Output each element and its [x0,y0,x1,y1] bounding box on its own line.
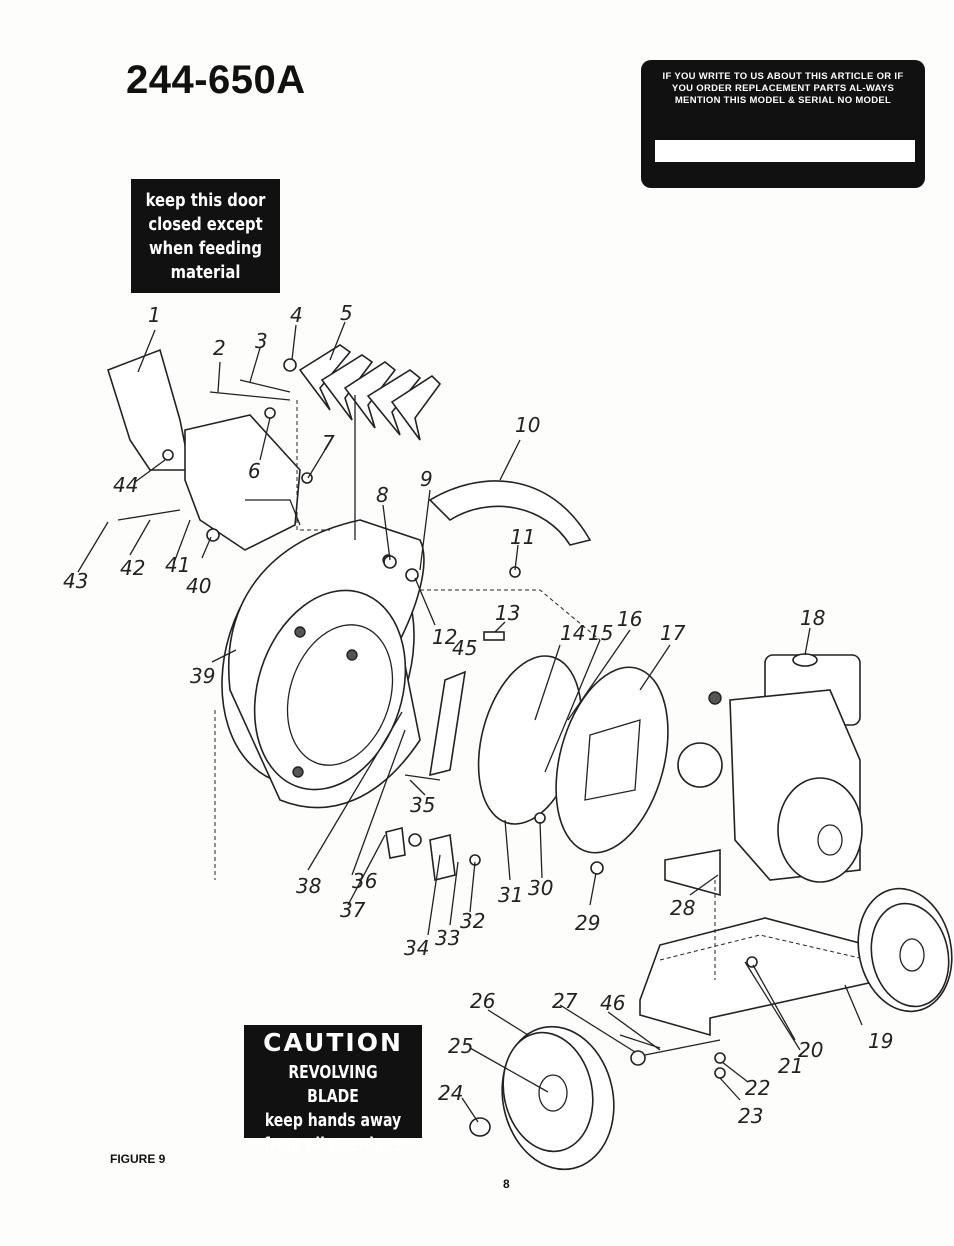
door-sign-line: material [170,262,241,283]
callout-42: 42 [120,556,145,580]
callout-27: 27 [552,989,578,1013]
caution-heading: CAUTION [263,1028,403,1057]
callout-28: 28 [670,896,695,920]
hardware-bolts [117,358,758,1079]
callout-46: 46 [600,991,625,1015]
callout-33: 33 [435,926,460,950]
axle [644,1039,721,1056]
callout-5: 5 [340,301,353,325]
callout-26: 26 [470,989,495,1013]
callout-17: 17 [660,621,686,645]
callout-43: 43 [63,569,88,593]
callout-23: 23 [738,1104,763,1128]
callout-12: 12 [432,625,457,649]
leader-lines [77,321,863,1123]
callout-29: 29 [575,911,600,935]
callout-10: 10 [515,413,540,437]
hopper-door [107,348,301,551]
figure-label: FIGURE 9 [110,1152,166,1166]
callout-24: 24 [438,1081,463,1105]
callout-44: 44 [113,473,138,497]
callout-3: 3 [255,329,268,353]
shredder-blades [298,344,442,441]
callout-25: 25 [448,1034,473,1058]
callout-20: 20 [798,1038,823,1062]
callout-30: 30 [528,876,553,900]
callout-16: 16 [617,607,642,631]
door-sign-line: closed except [148,214,263,235]
callout-35: 35 [410,793,435,817]
callout-37: 37 [340,898,366,922]
callout-32: 32 [460,909,485,933]
discharge-guard [428,480,592,546]
door-sign-line: when feeding [149,238,262,259]
callout-45: 45 [452,636,477,660]
callout-31: 31 [498,883,523,907]
callout-21: 21 [778,1054,803,1078]
callout-9: 9 [420,467,433,491]
callout-19: 19 [868,1029,893,1053]
callout-14: 14 [560,621,585,645]
part-callouts: 1 2 3 4 5 6 7 8 9 10 11 12 13 14 15 16 1… [63,301,893,1128]
callout-40: 40 [186,574,211,598]
engine-mount-plate [555,666,669,854]
caution-line: REVOLVING BLADE [288,1062,378,1107]
callout-36: 36 [352,869,377,893]
notice-text: IF YOU WRITE TO US ABOUT THIS ARTICLE OR… [662,71,904,106]
callout-8: 8 [376,483,389,507]
caution-line: keep hands away [264,1110,402,1131]
model-serial-notice-box: IF YOU WRITE TO US ABOUT THIS ARTICLE OR… [641,60,925,188]
impeller-blade [429,670,467,777]
callout-39: 39 [190,664,215,688]
door-warning-decal: keep this door closed except when feedin… [131,179,280,293]
caution-line: from all openings [263,1134,403,1155]
door-sign-line: keep this door [145,190,266,211]
callout-13: 13 [495,601,520,625]
assembly-guide-lines [214,395,716,980]
serial-number-field [655,140,915,162]
right-wheel [857,887,953,1013]
callout-18: 18 [800,606,825,630]
callout-4: 4 [290,303,303,327]
callout-15: 15 [588,621,613,645]
engine [664,653,863,897]
callout-7: 7 [322,431,335,455]
page-number: 8 [503,1177,510,1191]
callout-41: 41 [165,553,190,577]
callout-34: 34 [404,936,429,960]
callout-22: 22 [745,1076,770,1100]
housing-assembly [221,519,425,809]
callout-38: 38 [296,874,321,898]
callout-6: 6 [248,459,261,483]
callout-1: 1 [148,303,161,327]
caution-decal: CAUTION REVOLVING BLADE keep hands away … [244,1025,422,1155]
model-number-title: 244-650A [126,58,306,102]
callout-2: 2 [213,336,226,360]
callout-11: 11 [510,525,535,549]
left-wheel [469,1025,615,1171]
